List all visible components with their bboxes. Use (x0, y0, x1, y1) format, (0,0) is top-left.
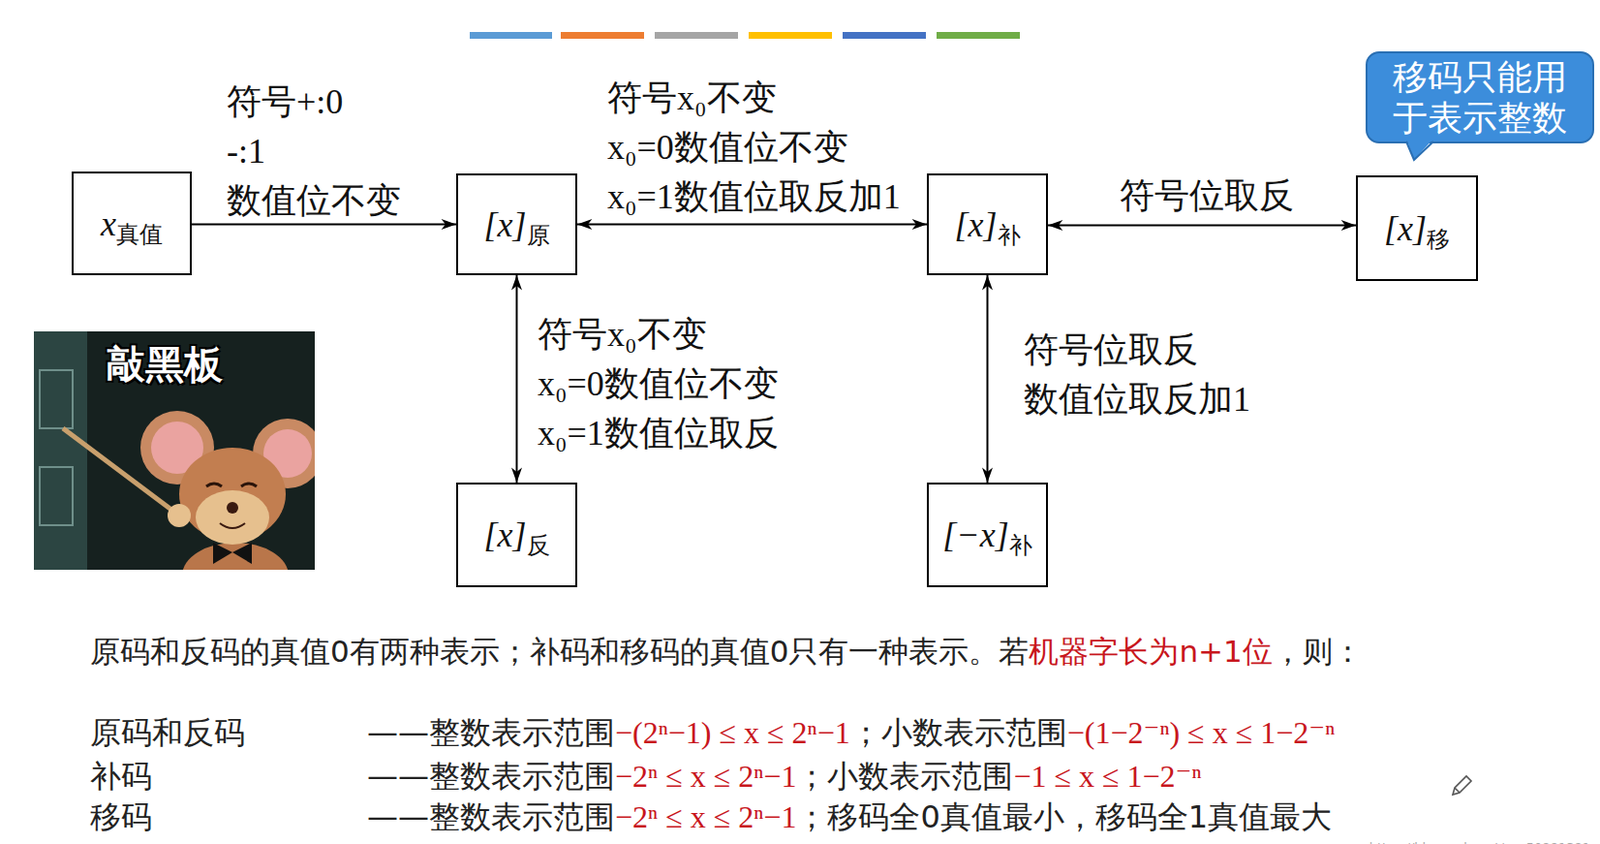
note-text: ——整数表示范围 (367, 757, 616, 795)
text-line: ——整数表示范围−2ⁿ ≤ x ≤ 2ⁿ−1；小数表示范围−1 ≤ x ≤ 1−… (367, 756, 1202, 796)
bow-tie (213, 542, 233, 564)
range-formula: −1 ≤ x ≤ 1−2⁻ⁿ (1013, 758, 1201, 794)
edge-label: 符号+:0 -:1 数值位不变 (226, 77, 353, 226)
color-segment (936, 31, 1020, 39)
row-heading: 原码和反码 (90, 713, 246, 751)
watermark: https://blog.csdn.net/qq_50881381 (1369, 839, 1591, 844)
range-formula: −(2ⁿ−1) ≤ x ≤ 2ⁿ−1 (615, 714, 851, 750)
note-text: ——整数表示范围 (367, 713, 616, 751)
text-line: 补码 (90, 756, 153, 796)
text-line: ——整数表示范围−(2ⁿ−1) ≤ x ≤ 2ⁿ−1；小数表示范围−(1−2⁻ⁿ… (367, 712, 1335, 752)
edge-label: 符号位取反 (1119, 171, 1333, 221)
board-edge (33, 331, 88, 570)
conversion-arrow (986, 275, 989, 483)
color-segment (560, 31, 645, 39)
mouse-mouth (219, 523, 246, 528)
code-box: [x]原 (456, 173, 578, 276)
box-text: [x] (954, 204, 998, 246)
value-box: x真值 (71, 171, 192, 276)
callout-tail-fill (1406, 138, 1434, 160)
range-formula: −(1−2⁻ⁿ) ≤ x ≤ 1−2⁻ⁿ (1067, 714, 1336, 750)
pencil-icon (1448, 772, 1475, 799)
text-line: ——整数表示范围−2ⁿ ≤ x ≤ 2ⁿ−1；移码全0真值最小，移码全1真值最大 (367, 797, 1332, 836)
subscript: 补 (1009, 529, 1033, 561)
edge-label: 符号x₀不变 x₀=0数值位不变 x₀=1数值位取反加1 (607, 73, 947, 222)
note-text: ；移码全0真值最小，移码全1真值最大 (796, 798, 1332, 835)
subscript: 原 (526, 219, 551, 251)
board-panel (39, 369, 73, 429)
row-heading: 补码 (90, 757, 153, 795)
code-box: [−x]补 (926, 482, 1048, 587)
pencil-outline (1452, 775, 1472, 795)
conversion-arrow (516, 275, 519, 483)
edge-label: 符号位取反 数值位取反加1 (1023, 325, 1266, 425)
code-box: [x]移 (1355, 175, 1478, 281)
edge-label: 符号x₀不变 x₀=0数值位不变 x₀=1数值位取反 (537, 309, 848, 459)
range-formula: −2ⁿ ≤ x ≤ 2ⁿ−1 (615, 758, 797, 794)
subscript: 反 (526, 529, 551, 561)
text-line: 原码和反码的真值0有两种表示；补码和移码的真值0只有一种表示。若机器字长为n+1… (90, 631, 1363, 671)
note-text: 原码和反码的真值0有两种表示；补码和移码的真值0只有一种表示。若 (90, 633, 1029, 669)
conversion-arrow (1047, 224, 1356, 227)
row-heading: 移码 (90, 798, 153, 835)
note-text: ——整数表示范围 (367, 798, 616, 835)
box-text: [x] (1384, 208, 1427, 249)
callout-tail (1402, 138, 1442, 164)
sticker-text: 敲黑板 (106, 341, 223, 387)
subscript: 真值 (116, 218, 163, 250)
range-formula: −2ⁿ ≤ x ≤ 2ⁿ−1 (615, 799, 797, 834)
text-line: 敲黑板 (106, 344, 223, 384)
box-text: [x] (484, 204, 527, 246)
mouse-body (182, 542, 289, 570)
conversion-arrow (577, 223, 927, 226)
mouse-eyes (206, 483, 257, 487)
box-text: x (100, 203, 117, 245)
box-text: 移码只能用于表示整数 (1383, 57, 1577, 139)
box-text: [−x] (942, 514, 1009, 555)
bow-tie (232, 542, 252, 564)
subscript: 补 (997, 219, 1021, 251)
note-text: ；小数表示范围 (850, 713, 1068, 751)
color-bar (0, 0, 1600, 59)
color-segment (654, 31, 739, 39)
text-line: 移码 (90, 797, 153, 836)
color-segment (748, 31, 832, 39)
color-segment (842, 31, 926, 39)
subscript: 移 (1426, 223, 1450, 255)
callout-tail-outline (1406, 141, 1434, 160)
callout-bubble: 移码只能用于表示整数 (1365, 51, 1595, 144)
color-segment (469, 31, 553, 39)
conversion-arrow (191, 223, 457, 226)
mouse-face (195, 490, 270, 545)
code-box: [x]补 (926, 173, 1048, 276)
box-text: [x] (484, 514, 527, 555)
mouse-hand (167, 503, 191, 527)
board-background (33, 331, 315, 570)
note-text: ；小数表示范围 (796, 757, 1014, 795)
text-line: 原码和反码 (90, 712, 246, 752)
code-box: [x]反 (456, 482, 578, 587)
note-text: ，则： (1272, 633, 1363, 669)
range-formula: 机器字长为n+1位 (1028, 633, 1272, 669)
board-panel (39, 466, 73, 525)
text-line: https://blog.csdn.net/qq_50881381 (1369, 828, 1591, 844)
mouse-nose (226, 501, 239, 514)
